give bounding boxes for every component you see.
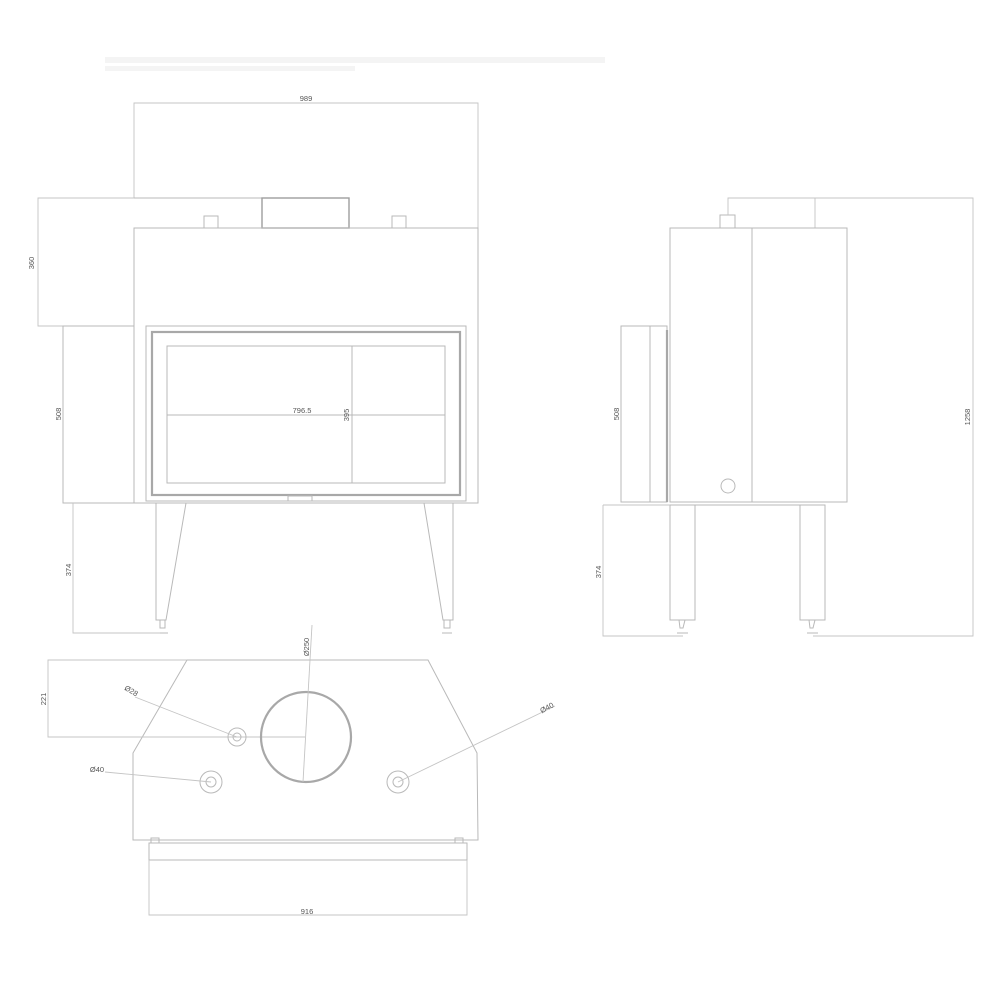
door-handle (287, 495, 313, 502)
dim-label-small-outlet: Ø28 (123, 683, 140, 698)
dim-label-glass-height: 395 (342, 409, 351, 422)
faint-header (105, 57, 605, 71)
top-outline (132, 659, 479, 841)
dim-label-overall-width: 989 (300, 94, 313, 103)
side-collar-outline (727, 197, 816, 228)
dim-side-leg-height: 374 (594, 504, 683, 637)
front-body (133, 227, 479, 504)
side-body (669, 227, 848, 503)
front-legs (155, 502, 454, 634)
top-base-plate (148, 837, 468, 861)
dim-label-flue-offset: 221 (39, 693, 48, 706)
dim-label-right-outlet: Ø40 (538, 700, 555, 715)
dim-label-leg-height: 374 (64, 564, 73, 577)
dim-base-width: 916 (148, 860, 468, 916)
dim-top-section-height: 360 (27, 197, 134, 327)
side-air-inlet (720, 478, 736, 494)
side-view: 508 374 1258 (594, 197, 974, 637)
dim-flue-offset: 221 (39, 659, 305, 738)
dim-label-overall-height: 1258 (963, 409, 972, 426)
left-outlet: Ø40 (90, 765, 223, 794)
side-door-block (620, 325, 668, 503)
dim-body-height: 508 (54, 325, 135, 504)
dim-label-side-leg-height: 374 (594, 566, 603, 579)
dim-label-top-section-height: 360 (27, 257, 36, 270)
dim-overall-height: 1258 (813, 197, 974, 637)
front-view: 989 360 508 796.5 395 (27, 94, 479, 634)
door-frame (150, 330, 462, 497)
flue-outlet: Ø250 (259, 624, 353, 784)
top-collars (134, 197, 407, 229)
right-outlet: Ø40 (386, 700, 555, 794)
dim-leg-height: 374 (64, 503, 160, 634)
dim-label-left-outlet: Ø40 (90, 765, 104, 774)
dim-label-glass-width: 796.5 (293, 406, 312, 415)
dim-label-base-width: 916 (301, 907, 314, 916)
dim-label-side-body-height: 508 (612, 408, 621, 421)
side-collar (719, 214, 736, 229)
dim-label-flue-diameter: Ø250 (302, 638, 311, 656)
dim-overall-width: 989 (133, 94, 479, 228)
dim-label-body-height: 508 (54, 408, 63, 421)
top-view: 221 Ø250 Ø28 Ø40 Ø40 (39, 624, 555, 916)
side-legs (669, 504, 826, 634)
